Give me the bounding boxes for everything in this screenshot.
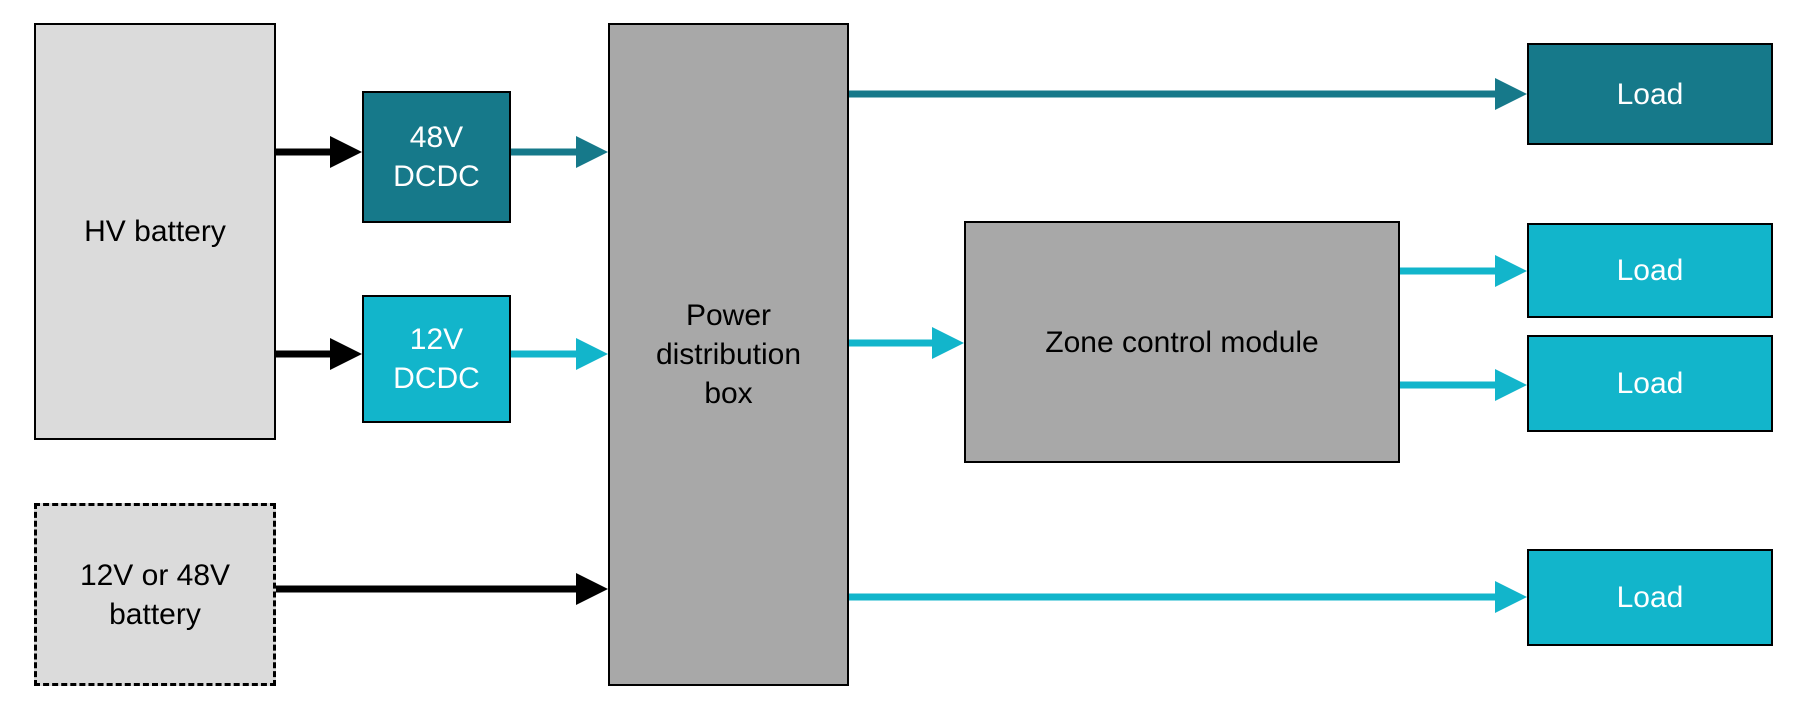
load-label-4: Load — [1616, 581, 1684, 614]
dcdc-12v-label: 12V DCDC — [393, 323, 480, 395]
power-distribution-box: Power distribution box — [608, 23, 849, 686]
load-box-4: Load — [1527, 549, 1773, 646]
arrow-hvbattery-to-12vdcdc — [276, 338, 362, 370]
arrow-pdb-to-zcm — [849, 327, 964, 359]
hv-battery-label: HV battery — [84, 215, 226, 248]
dcdc-12v-box: 12V DCDC — [362, 295, 511, 423]
load-label-1: Load — [1616, 77, 1684, 111]
load-box-2: Load — [1527, 223, 1773, 318]
hv-battery-box: HV battery — [34, 23, 276, 440]
lv-battery-box: 12V or 48V battery — [34, 503, 276, 686]
dcdc-48v-label: 48V DCDC — [393, 121, 480, 193]
power-distribution-box-label: Power distribution box — [655, 299, 802, 410]
load-label-2: Load — [1616, 254, 1684, 287]
load-box-1: Load — [1527, 43, 1773, 145]
lv-battery-label: 12V or 48V battery — [79, 558, 231, 631]
arrow-pdb-to-load-1 — [849, 78, 1527, 110]
zone-control-module-box: Zone control module — [964, 221, 1400, 463]
load-label-3: Load — [1616, 367, 1684, 400]
arrow-lvbattery-to-pdb — [276, 573, 608, 605]
zone-control-module-label: Zone control module — [1045, 325, 1319, 359]
arrow-hvbattery-to-48vdcdc — [276, 136, 362, 168]
arrow-48vdcdc-to-pdb — [511, 136, 608, 168]
load-box-3: Load — [1527, 335, 1773, 432]
arrow-zcm-to-load-2 — [1400, 255, 1527, 287]
dcdc-48v-box: 48V DCDC — [362, 91, 511, 223]
arrow-pdb-to-load-4 — [849, 581, 1527, 613]
arrow-zcm-to-load-3 — [1400, 369, 1527, 401]
arrow-12vdcdc-to-pdb — [511, 338, 608, 370]
